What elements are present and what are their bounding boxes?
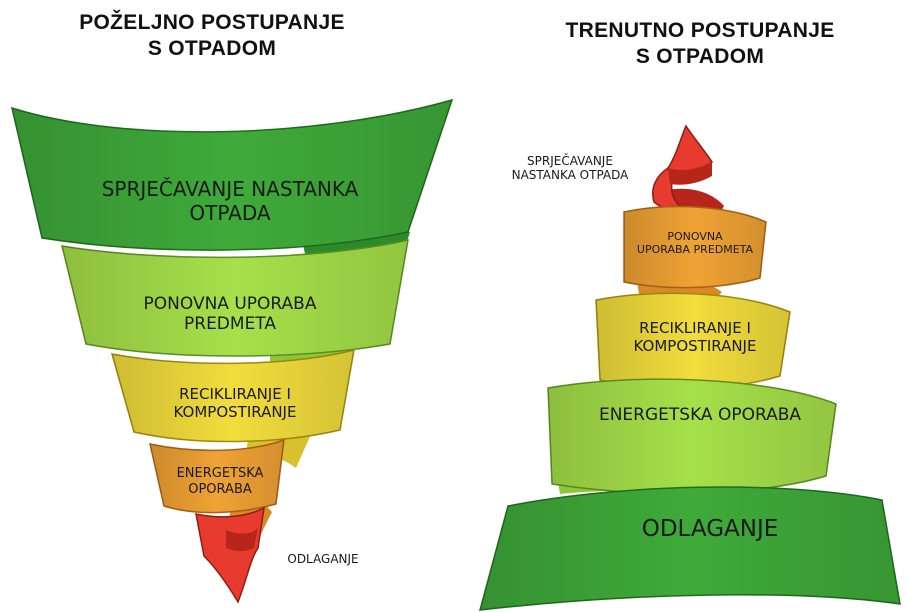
right-tier-3-label: RECIKLIRANJE I KOMPOSTIRANJE xyxy=(633,319,757,355)
right-tier-1-label: SPRJEČAVANJE NASTANKA OTPADA xyxy=(511,153,629,182)
left-title-line-1: POŽELJNO POSTUPANJE xyxy=(79,11,345,34)
right-title: TRENUTNO POSTUPANJE S OTPADOM xyxy=(550,18,850,70)
left-tier-1-label: SPRJEČAVANJE NASTANKA OTPADA xyxy=(101,177,359,225)
right-pyramid xyxy=(478,124,901,611)
left-tier-4-label: ENERGETSKA OPORABA xyxy=(176,466,264,497)
left-tier-5-label: ODLAGANJE xyxy=(287,551,359,566)
right-tier-5-label: ODLAGANJE xyxy=(641,516,779,543)
left-tier-2-label: PONOVNA UPORABA PREDMETA xyxy=(143,293,317,334)
right-title-line-1: TRENUTNO POSTUPANJE xyxy=(565,19,835,42)
left-title: POŽELJNO POSTUPANJE S OTPADOM xyxy=(62,10,362,62)
right-tier-2-label: PONOVNA UPORABA PREDMETA xyxy=(636,229,754,256)
right-title-line-2: S OTPADOM xyxy=(635,45,765,68)
right-tier-4-label: ENERGETSKA OPORABA xyxy=(598,404,802,425)
left-title-line-2: S OTPADOM xyxy=(147,37,277,60)
left-tier-5-ribbon xyxy=(195,506,265,604)
left-funnel xyxy=(10,98,454,604)
left-tier-3-label: RECIKLIRANJE I KOMPOSTIRANJE xyxy=(173,385,297,421)
